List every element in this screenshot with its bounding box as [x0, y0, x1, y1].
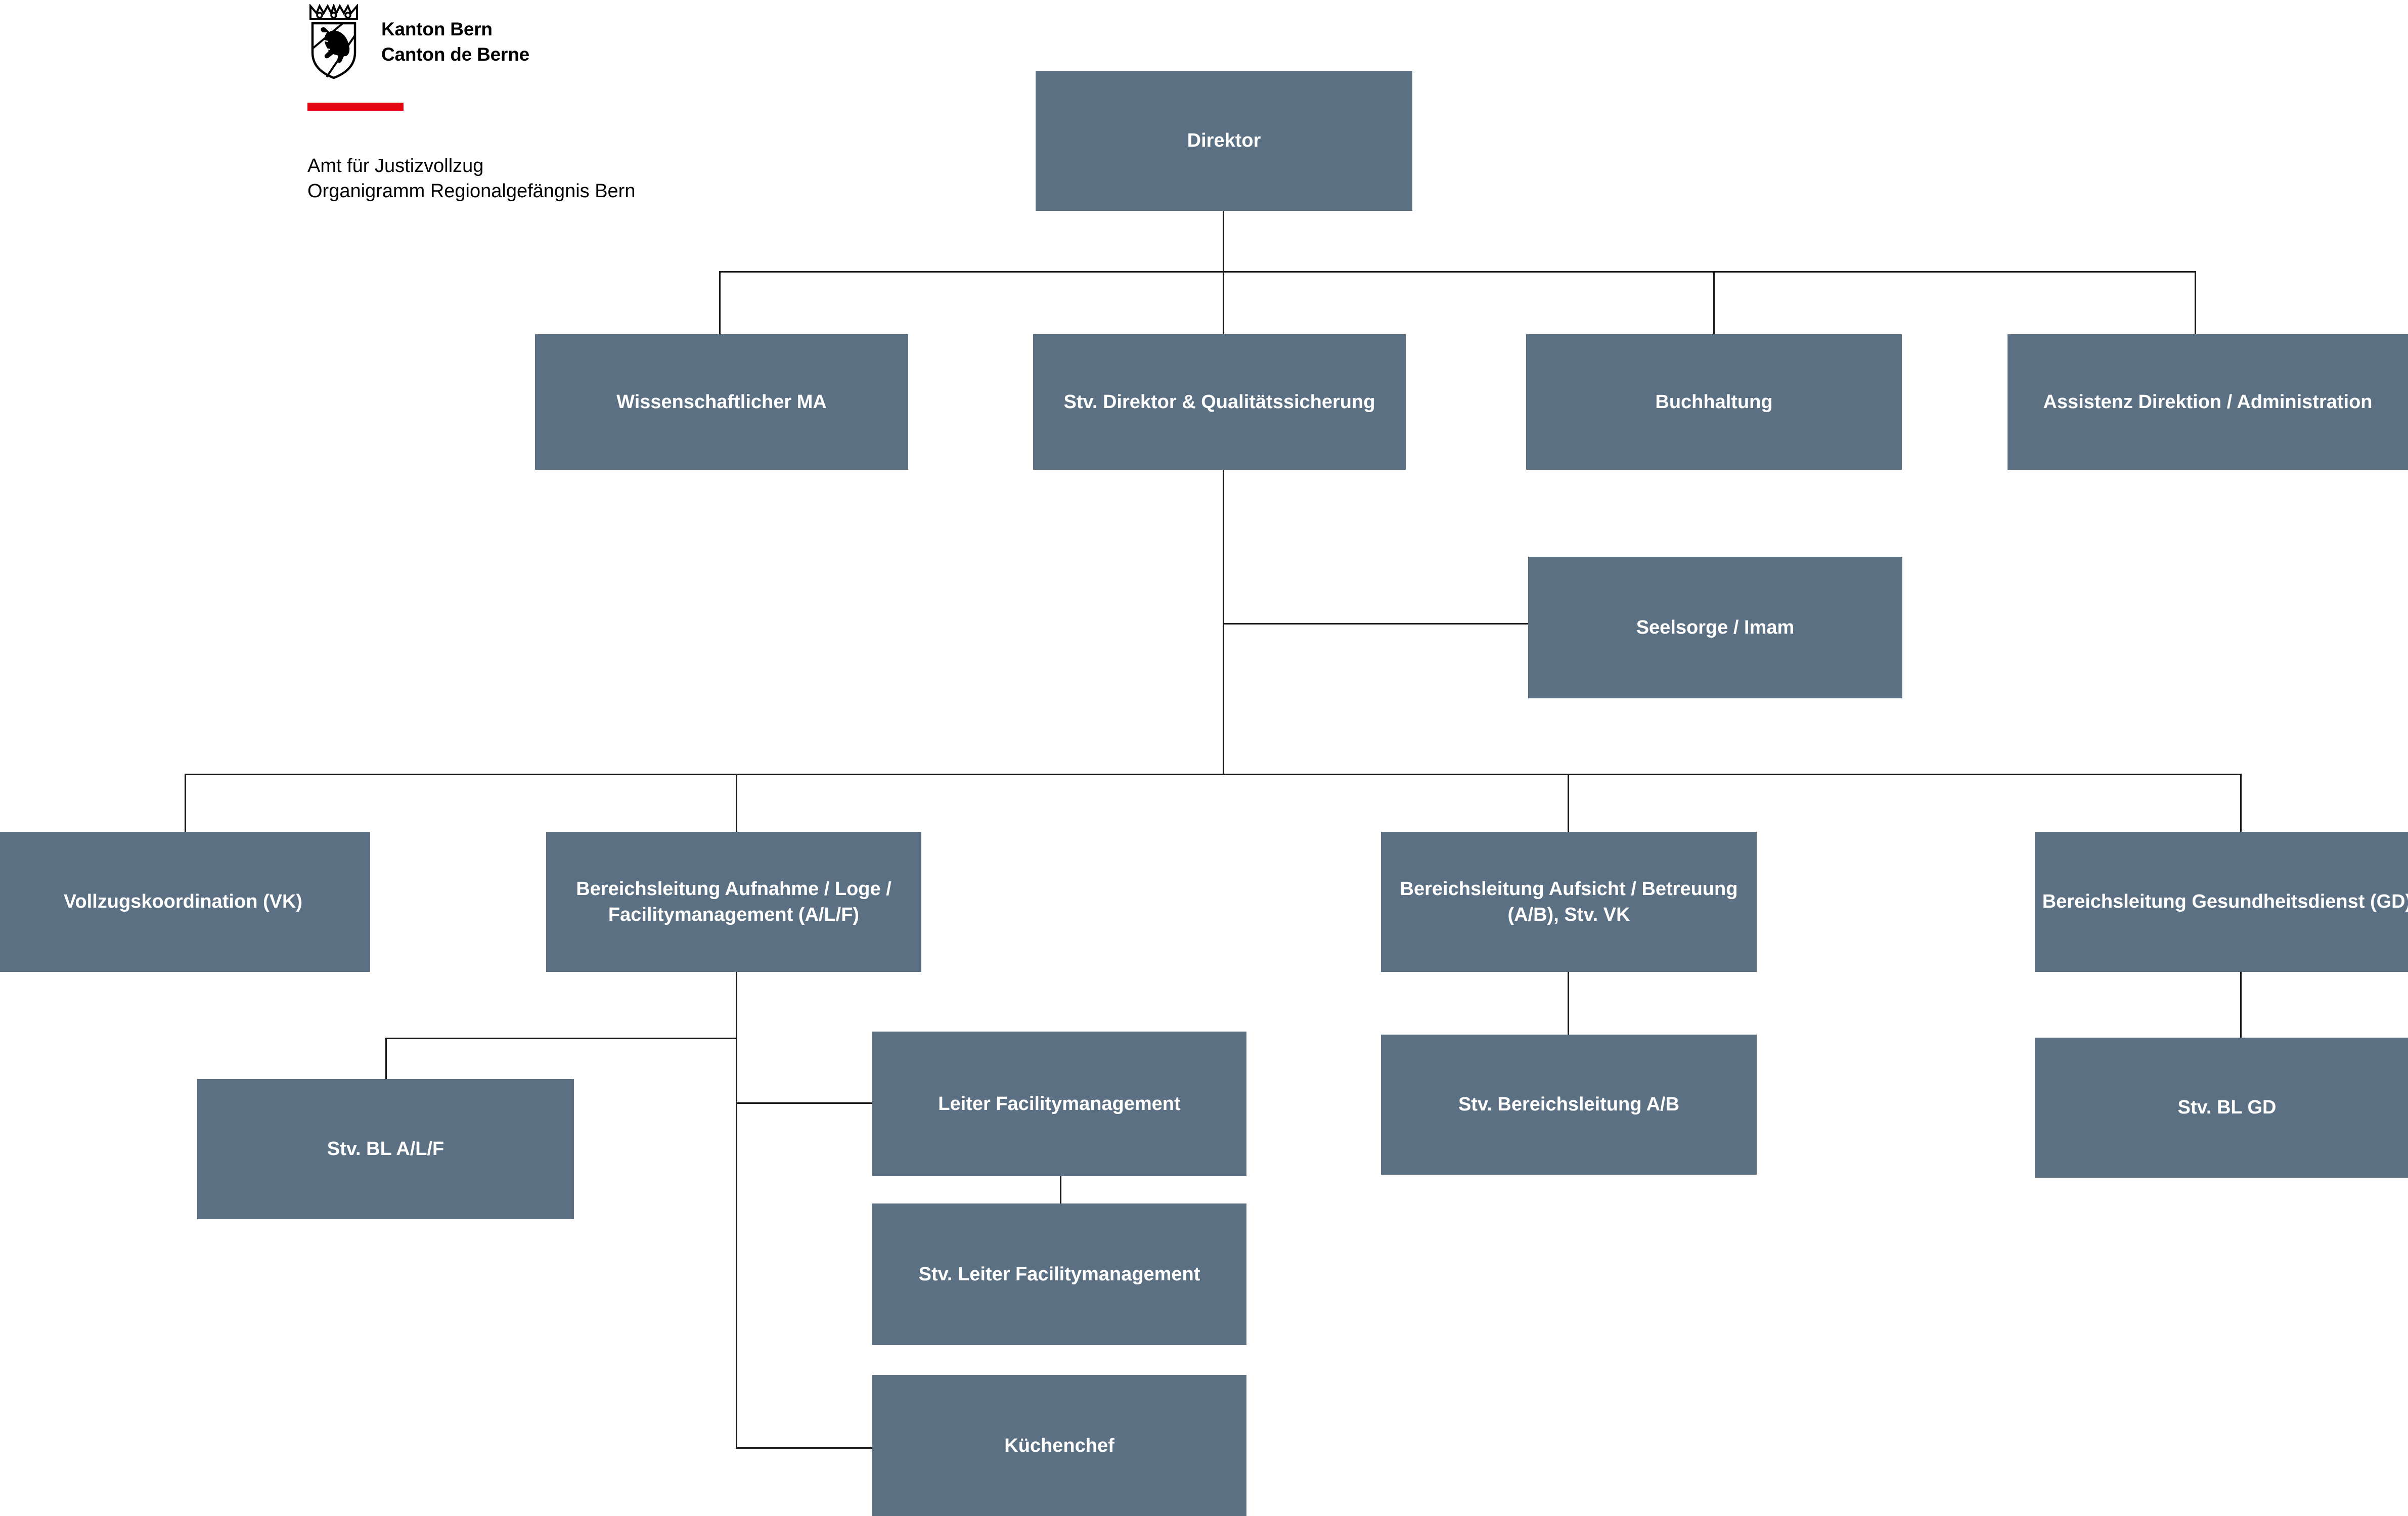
connector-stv-direktor-trunk: [1223, 469, 1224, 775]
connector-drop-bl-alf: [736, 774, 737, 832]
node-seelsorge-imam[interactable]: Seelsorge / Imam: [1528, 557, 1902, 698]
node-stv-bereichsleitung-ab[interactable]: Stv. Bereichsleitung A/B: [1381, 1035, 1757, 1175]
node-leiter-facilitymanagement[interactable]: Leiter Facilitymanagement: [872, 1032, 1246, 1176]
node-label: Stv. BL A/L/F: [327, 1138, 444, 1160]
connector-seelsorge-branch: [1223, 623, 1528, 625]
node-direktor[interactable]: Direktor: [1036, 71, 1412, 211]
node-buchhaltung[interactable]: Buchhaltung: [1526, 334, 1902, 470]
connector-drop-wiss-ma: [719, 271, 721, 334]
connector-kuechenchef-branch: [736, 1447, 872, 1449]
node-kuechenchef[interactable]: Küchenchef: [872, 1375, 1246, 1516]
connector-drop-buchhaltung: [1713, 271, 1715, 334]
node-label: Stv. Bereichsleitung A/B: [1458, 1094, 1680, 1116]
connector-direktor-down: [1223, 211, 1224, 272]
bern-coat-of-arms-icon: [307, 4, 360, 80]
brand-name-fr: Canton de Berne: [381, 44, 530, 65]
node-label: Küchenchef: [1004, 1435, 1114, 1456]
brand-accent-rule: [307, 103, 404, 111]
connector-leiter-fm-branch: [736, 1102, 872, 1104]
connector-drop-assistenz: [2195, 271, 2196, 334]
node-label: Leiter Facilitymanagement: [938, 1093, 1181, 1114]
brand-row: Kanton Bern Canton de Berne: [307, 4, 763, 80]
node-assistenz-direktion-administration[interactable]: Assistenz Direktion / Administration: [2008, 334, 2408, 470]
connector-stv-bl-gd-drop: [2240, 972, 2242, 1038]
brand-name-de: Kanton Bern: [381, 19, 493, 40]
connector-level1-bus: [719, 271, 2196, 273]
node-stv-direktor-qualitaetssicherung[interactable]: Stv. Direktor & Qualitätssicherung: [1033, 334, 1406, 470]
connector-drop-bl-gd: [2240, 774, 2242, 832]
node-bereichsleitung-alf[interactable]: Bereichsleitung Aufnahme / Loge / Facili…: [546, 832, 921, 972]
connector-level3-bus: [185, 774, 2242, 775]
node-stv-bl-alf[interactable]: Stv. BL A/L/F: [197, 1079, 574, 1219]
node-label: Buchhaltung: [1655, 391, 1773, 413]
node-wissenschaftlicher-ma[interactable]: Wissenschaftlicher MA: [535, 334, 908, 470]
node-stv-leiter-facilitymanagement[interactable]: Stv. Leiter Facilitymanagement: [872, 1203, 1246, 1345]
connector-drop-stv-direktor: [1223, 271, 1224, 334]
node-label: Stv. Leiter Facilitymanagement: [918, 1263, 1200, 1285]
connector-drop-bl-ab: [1568, 774, 1569, 832]
node-label: Bereichsleitung Aufnahme / Loge / Facili…: [576, 878, 891, 925]
brand-names: Kanton Bern Canton de Berne: [381, 19, 529, 65]
node-label: Stv. BL GD: [2177, 1097, 2277, 1119]
connector-stv-bl-alf-drop: [385, 1038, 387, 1079]
brand-header: Kanton Bern Canton de Berne Amt für Just…: [307, 4, 763, 202]
connector-leiter-fm-to-stv: [1060, 1176, 1061, 1222]
node-bereichsleitung-gd[interactable]: Bereichsleitung Gesundheitsdienst (GD): [2035, 832, 2408, 972]
node-label: Assistenz Direktion / Administration: [2043, 391, 2373, 413]
connector-stv-bl-ab-drop: [1568, 972, 1569, 1035]
node-label: Direktor: [1187, 130, 1261, 152]
connector-drop-vk: [185, 774, 186, 832]
connector-bl-alf-trunk: [736, 972, 737, 1448]
node-label: Bereichsleitung Gesundheitsdienst (GD): [2042, 891, 2408, 913]
node-label: Wissenschaftlicher MA: [616, 391, 827, 413]
document-subtitle: Amt für Justizvollzug Organigramm Region…: [307, 153, 635, 204]
node-label: Bereichsleitung Aufsicht / Betreuung (A/…: [1400, 878, 1738, 925]
subtitle-line-1: Amt für Justizvollzug: [307, 155, 484, 176]
node-bereichsleitung-ab[interactable]: Bereichsleitung Aufsicht / Betreuung (A/…: [1381, 832, 1757, 972]
subtitle-line-2: Organigramm Regionalgefängnis Bern: [307, 181, 636, 202]
node-stv-bl-gd[interactable]: Stv. BL GD: [2035, 1038, 2408, 1178]
node-vollzugskoordination-vk[interactable]: Vollzugskoordination (VK): [0, 832, 370, 972]
connector-stv-bl-alf-branch: [385, 1038, 737, 1039]
node-label: Stv. Direktor & Qualitätssicherung: [1063, 391, 1375, 413]
node-label: Seelsorge / Imam: [1636, 616, 1795, 638]
node-label: Vollzugskoordination (VK): [63, 891, 303, 913]
